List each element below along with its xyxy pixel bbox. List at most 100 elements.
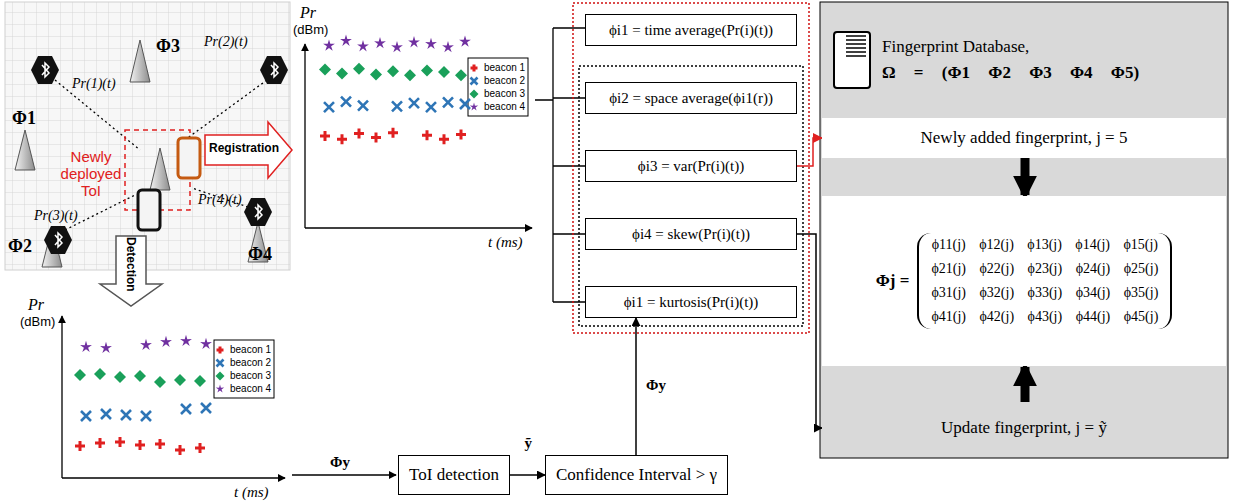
database-icon	[832, 30, 872, 90]
matrix-section: Φj = ϕ11(j) ϕ12(j) ϕ13(j) ϕ14(j) ϕ15(j) ϕ2…	[822, 196, 1226, 366]
label-text: t (ms)	[234, 484, 269, 500]
label: Registration	[209, 141, 279, 155]
legend-entry: beacon 4	[230, 383, 271, 394]
feature-box: ϕi2 = space average(ϕi1(r))	[585, 82, 797, 114]
label: Φ1	[12, 108, 36, 129]
node-text: ϕi2 = space average(ϕi1(r))	[609, 90, 773, 107]
node-text: ToI detection	[409, 465, 499, 485]
matrix-row: ϕ11(j) ϕ12(j) ϕ13(j) ϕ14(j) ϕ15(j)	[931, 237, 1158, 253]
label-text: Pr	[300, 4, 316, 21]
connector	[1021, 158, 1030, 195]
label-text: Pr(4)(t)	[198, 192, 242, 207]
label-text: (dBm)	[293, 22, 328, 37]
red-dotted-frame	[573, 3, 809, 333]
legend-text: beacon 3	[484, 88, 525, 99]
feature-box: ϕi1 = kurtosis(Pr(i)(t))	[585, 286, 797, 318]
label: Pr	[28, 296, 44, 314]
connector	[1021, 367, 1030, 402]
node-text: ϕi1 = kurtosis(Pr(i)(t))	[624, 294, 759, 311]
legend-entry: beacon 1	[484, 62, 525, 73]
process-box: Confidence Interval > γ	[545, 455, 728, 495]
detection-arrow	[100, 236, 162, 306]
edge-label: Φy	[644, 377, 668, 394]
node-text: ϕi4 = skew(Pr(i)(t))	[632, 226, 750, 243]
det-plot-points	[74, 335, 225, 455]
legend-text: beacon 4	[484, 101, 525, 112]
new-fingerprint-section: Newly added fingerprint, j = 5	[822, 118, 1226, 158]
label-text: Pr	[28, 296, 44, 313]
label-text: t (ms)	[488, 234, 523, 250]
legend-text: beacon 2	[230, 357, 271, 368]
matrix-row: ϕ41(j) ϕ42(j) ϕ43(j) ϕ44(j) ϕ45(j)	[931, 309, 1158, 325]
label-text: Detection	[124, 237, 138, 292]
feature-box: ϕi3 = var(Pr(i)(t))	[585, 150, 797, 182]
label: Detection	[124, 237, 138, 292]
reg-legend-box	[468, 58, 528, 116]
label: Newly deployed ToI	[55, 148, 127, 199]
legend-text: beacon 1	[230, 344, 271, 355]
matrix-bracket: ϕ11(j) ϕ12(j) ϕ13(j) ϕ14(j) ϕ15(j) ϕ21(j)…	[917, 233, 1172, 329]
legend-entry: beacon 3	[484, 88, 525, 99]
legend-text: beacon 2	[484, 75, 525, 86]
label-text: Pr(1)(t)	[72, 76, 116, 91]
database-text: Fingerprint Database,Ω = (Φ1 Φ2 Φ3 Φ4 Φ5…	[882, 37, 1139, 83]
edge-label-text: ỹ	[525, 435, 533, 451]
legend-entry: beacon 4	[484, 101, 525, 112]
label: Pr(3)(t)	[34, 208, 78, 224]
label: Φ4	[248, 244, 272, 265]
label: Φ2	[8, 236, 32, 257]
update-fingerprint-section: Update fingerprint, j = ỹ	[822, 402, 1226, 454]
legend-text: beacon 3	[230, 370, 271, 381]
matrix-row: ϕ21(j) ϕ22(j) ϕ23(j) ϕ24(j) ϕ25(j)	[931, 261, 1158, 277]
black-dotted-frame	[579, 66, 803, 326]
feature-branch-lines	[535, 28, 585, 302]
label-text: Registration	[209, 141, 279, 155]
connector	[510, 474, 545, 476]
det-plot-axes	[62, 316, 285, 478]
legend-entry: beacon 1	[230, 344, 271, 355]
edge-label: ỹ	[523, 435, 535, 452]
label-text: Pr(2)(t)	[204, 34, 248, 49]
edge-label-text: Φy	[646, 377, 666, 393]
det-legend-box	[214, 340, 274, 398]
detection-to-toi-line	[292, 474, 396, 475]
label: Pr(2)(t)	[204, 34, 248, 50]
label: (dBm)	[293, 22, 328, 37]
node-text: Update fingerprint, j = ỹ	[941, 418, 1107, 438]
node-text: Confidence Interval > γ	[556, 465, 717, 485]
node-text: Newly added fingerprint, j = 5	[921, 128, 1128, 148]
label-text: Φy	[330, 454, 350, 470]
matrix-row: ϕ31(j) ϕ32(j) ϕ33(j) ϕ34(j) ϕ35(j)	[931, 285, 1158, 301]
reg-plot-axes	[305, 44, 532, 228]
label-text: Newly deployed ToI	[61, 148, 122, 199]
phones	[138, 138, 200, 230]
node-text: ϕi1 = time average(Pr(i)(t))	[609, 22, 773, 39]
matrix-name: Φj =	[876, 271, 910, 291]
connector	[797, 234, 822, 428]
connector	[797, 138, 822, 166]
database-section: Fingerprint Database,Ω = (Φ1 Φ2 Φ3 Φ4 Φ5…	[822, 4, 1226, 116]
label: (dBm)	[20, 314, 55, 329]
label: t (ms)	[488, 234, 523, 251]
label: t (ms)	[234, 484, 269, 501]
label-text: Φ1	[12, 108, 36, 128]
database-title: Fingerprint Database,	[882, 37, 1139, 57]
label-text: Φ3	[156, 36, 180, 56]
connector	[635, 318, 637, 455]
legend-entry: beacon 2	[230, 357, 271, 368]
label-text: (dBm)	[20, 314, 55, 329]
reg-plot-points	[319, 35, 479, 145]
registration-arrow	[205, 122, 292, 178]
label: Pr	[300, 4, 316, 22]
legend-text: beacon 1	[484, 62, 525, 73]
legend-text: beacon 4	[230, 383, 271, 394]
legend-entry: beacon 2	[484, 75, 525, 86]
label: Φy	[330, 454, 350, 471]
feature-box: ϕi4 = skew(Pr(i)(t))	[585, 218, 797, 250]
process-box: ToI detection	[398, 455, 510, 495]
label-text: Φ2	[8, 236, 32, 256]
label: Pr(4)(t)	[198, 192, 242, 208]
legend-entry: beacon 3	[230, 370, 271, 381]
label: Pr(1)(t)	[72, 76, 116, 92]
feature-box: ϕi1 = time average(Pr(i)(t))	[585, 14, 797, 46]
